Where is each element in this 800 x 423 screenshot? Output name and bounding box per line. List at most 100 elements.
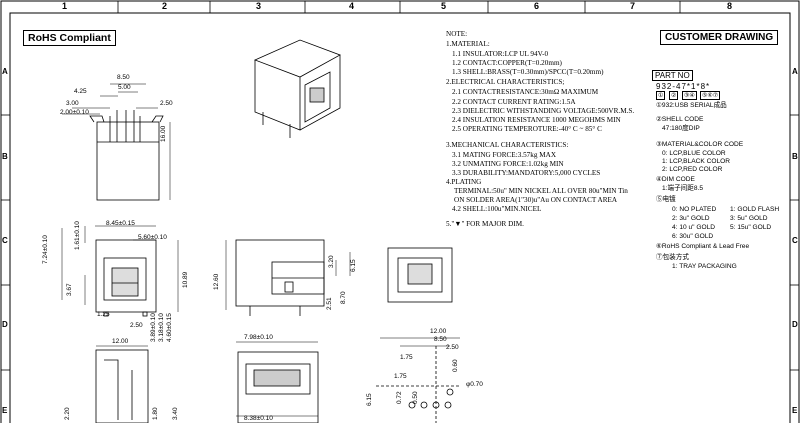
dim-front-460: 4.60±0.15 xyxy=(166,313,173,342)
part-no-digit-2: ② xyxy=(669,91,679,100)
note-line: 2.4 INSULATION RESISTANCE 1000 MEGOHMS M… xyxy=(452,116,621,124)
dim-pcb-1200: 12.00 xyxy=(430,328,447,335)
dim-front-125: 1.25 xyxy=(97,311,110,318)
note-line: 2.1 CONTACTRESISTANCE:30mΩ MAXIMUM xyxy=(452,88,599,96)
grid-row-b-right: B xyxy=(792,152,798,161)
dim-pcb-175b: 1.75 xyxy=(394,373,407,380)
dim-pcb-175a: 1.75 xyxy=(400,354,413,361)
part-no-item: ⑥RoHS Compliant & Lead Free xyxy=(656,243,750,250)
part-no-number: 932-47*1*8* xyxy=(656,82,711,91)
note-line: 2.5 OPERATING TEMPEROTURE:-40° C ~ 85° C xyxy=(452,125,602,133)
grid-row-c: C xyxy=(2,236,8,245)
dim-front-1089: 10.89 xyxy=(182,271,189,288)
dim-top-view-838: 8.38±0.10 xyxy=(244,415,273,422)
rohs-compliant-label: RoHS Compliant xyxy=(23,30,116,46)
plating-option: 4: 10 u" GOLD xyxy=(672,224,716,231)
note-line: 4.2 SHELL:100u"MIN.NICEL xyxy=(452,205,542,213)
part-no-item: ⑦包装方式 xyxy=(656,254,689,261)
note-line: 2.ELECTRICAL CHARACTERISTICS; xyxy=(446,78,565,86)
plating-option: 1: GOLD FLASH xyxy=(730,206,780,213)
plating-option: 0: NO PLATED xyxy=(672,206,717,213)
note-line: 1.1 INSULATOR:LCP UL 94V-0 xyxy=(452,50,549,58)
part-no-item: ③MATERIAL&COLOR CODE xyxy=(656,141,744,148)
grid-col-4: 4 xyxy=(349,1,355,11)
dim-side-615: 6.15 xyxy=(350,259,357,272)
plating-option: 3: 5u" GOLD xyxy=(730,215,768,222)
dim-top-500: 5.00 xyxy=(118,84,131,91)
note-line: 2.3 DIELECTRIC WITHSTANDING VOLTAGE:500V… xyxy=(452,107,635,115)
dim-pcb-070: φ0.70 xyxy=(466,381,483,388)
grid-col-5: 5 xyxy=(441,1,447,11)
dim-front-161: 1.61±0.10 xyxy=(74,221,81,250)
dim-front-318: 3.18±0.10 xyxy=(158,313,165,342)
grid-row-c-right: C xyxy=(792,236,798,245)
grid-col-1: 1 xyxy=(62,1,68,11)
grid-col-8: 8 xyxy=(727,1,733,11)
part-no-item: ⑤电镀 xyxy=(656,196,676,203)
plating-option: 5: 15u" GOLD xyxy=(730,224,772,231)
dim-top-250: 2.50 xyxy=(160,100,173,107)
note-line: 3.3 DURABILITY:MANDATORY:5,000 CYCLES xyxy=(452,169,601,177)
grid-row-e-right: E xyxy=(792,406,798,415)
dim-top-850: 8.50 xyxy=(117,74,130,81)
part-no-item: ①932:USB SERIAL成品 xyxy=(656,102,727,109)
dim-front-389: 3.89±0.10 xyxy=(150,313,157,342)
note-line: 3.2 UNMATING FORCE:1.02kg MIN xyxy=(452,160,564,168)
note-line: 4.PLATING xyxy=(446,178,482,186)
dim-front-845: 8.45±0.15 xyxy=(106,220,135,227)
dim-side-320: 3.20 xyxy=(328,255,335,268)
grid-row-a-right: A xyxy=(792,67,798,76)
plating-option: 2: 3u" GOLD xyxy=(672,215,710,222)
grid-row-b: B xyxy=(2,152,8,161)
grid-row-e: E xyxy=(2,406,8,415)
customer-drawing-label: CUSTOMER DRAWING xyxy=(660,30,779,45)
dim-side-1260: 12.60 xyxy=(213,273,220,290)
grid-col-7: 7 xyxy=(630,1,636,11)
grid-row-a: A xyxy=(2,67,8,76)
plating-option: 6: 30u" GOLD xyxy=(672,233,714,240)
part-no-item: 1:端子间距8.5 xyxy=(662,185,704,192)
note-line: TERMINAL:50u" MIN NICKEL ALL OVER 80u"MI… xyxy=(454,187,628,195)
part-no-item: 0: LCP,BLUE COLOR xyxy=(662,150,726,157)
dim-bottom-180: 1.80 xyxy=(152,407,159,420)
dim-pcb-615: 6.15 xyxy=(366,393,373,406)
dim-top-200: 2.00±0.10 xyxy=(60,109,89,116)
note-line: 3.MECHANICAL CHARACTERISTICS: xyxy=(446,141,569,149)
grid-col-6: 6 xyxy=(534,1,540,11)
dim-front-724: 7.24±0.10 xyxy=(42,235,49,264)
note-line: 2.2 CONTACT CURRENT RATING:1.5A xyxy=(452,98,576,106)
dim-bottom-340: 3.40 xyxy=(172,407,179,420)
part-no-item: 2: LCP,RED COLOR xyxy=(662,166,723,173)
grid-row-d-right: D xyxy=(792,320,798,329)
dim-side-1600: 16.00 xyxy=(160,125,167,142)
dim-top-300: 3.00 xyxy=(66,100,79,107)
note-line: ON SOLDER AREA(1"30)u"Au ON CONTACT AREA xyxy=(454,196,618,204)
dim-bottom-220: 2.20 xyxy=(64,407,71,420)
part-no-item: 47:180度DIP xyxy=(662,125,700,132)
note-line: 5."▼" FOR MAJOR DIM. xyxy=(446,220,524,228)
grid-col-2: 2 xyxy=(162,1,168,11)
part-no-digit-1: ① xyxy=(656,91,666,100)
dim-top-view-798: 7.98±0.10 xyxy=(244,334,273,341)
part-no-item: ④DIM CODE xyxy=(656,176,695,183)
dim-pcb-072: 0.72 xyxy=(396,391,403,404)
part-no-digit-4: ⑤⑥⑦ xyxy=(700,91,721,100)
note-line: NOTE: xyxy=(446,30,468,38)
dim-top-425: 4.25 xyxy=(74,88,87,95)
dim-pcb-050: 0.50 xyxy=(412,391,419,404)
dim-pcb-850: 8.50 xyxy=(434,336,447,343)
dim-front-367: 3.67 xyxy=(66,283,73,296)
dim-pcb-060: 0.60 xyxy=(452,359,459,372)
dim-pcb-250: 2.50 xyxy=(446,344,459,351)
dim-side-870: 8.70 xyxy=(340,291,347,304)
part-no-digit-3: ③④ xyxy=(682,91,697,100)
part-no-title: PART NO xyxy=(652,70,693,81)
grid-col-3: 3 xyxy=(256,1,262,11)
